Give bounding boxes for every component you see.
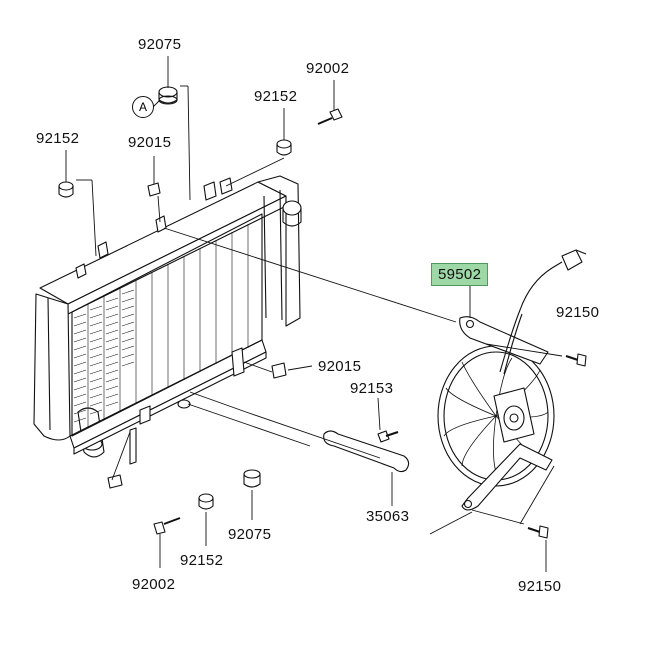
bolt-92002-bottom <box>153 517 181 535</box>
part-label-92002-bottom: 92002 <box>132 576 176 593</box>
part-label-92075-top: 92075 <box>138 36 182 53</box>
callout-a: A <box>132 96 154 118</box>
grommet-92075-bottom <box>243 469 261 488</box>
leader-lines <box>65 56 563 572</box>
collar-92152-left <box>58 181 74 198</box>
part-label-92015-middle: 92015 <box>318 358 362 375</box>
fan-assembly <box>437 249 587 511</box>
part-label-92075-bottom: 92075 <box>228 526 272 543</box>
part-label-92002-top: 92002 <box>306 60 350 77</box>
part-label-92015-top: 92015 <box>128 134 172 151</box>
grommet-92075-top <box>158 86 178 105</box>
bolt-92150-lower <box>527 525 549 539</box>
bolt-92153 <box>377 430 399 443</box>
bolt-92150-upper <box>565 353 587 367</box>
bracket-35063 <box>323 430 410 473</box>
collar-92152-bottom <box>198 493 214 510</box>
part-label-92150-upper: 92150 <box>556 304 600 321</box>
part-label-59502-fan: 59502 <box>431 263 489 286</box>
bolt-92002-top <box>317 108 343 125</box>
clip-92015-middle <box>271 362 287 379</box>
collar-92152-top <box>276 139 292 156</box>
part-label-92150-lower: 92150 <box>518 578 562 595</box>
part-label-92152-left: 92152 <box>36 130 80 147</box>
clip-92015-top <box>147 182 161 197</box>
radiator-assembly <box>33 175 302 465</box>
part-label-92153: 92153 <box>350 380 394 397</box>
part-label-92152-bottom: 92152 <box>180 552 224 569</box>
part-label-92152-top: 92152 <box>254 88 298 105</box>
part-label-35063: 35063 <box>366 508 410 525</box>
clip-92015-bottom <box>107 474 123 489</box>
